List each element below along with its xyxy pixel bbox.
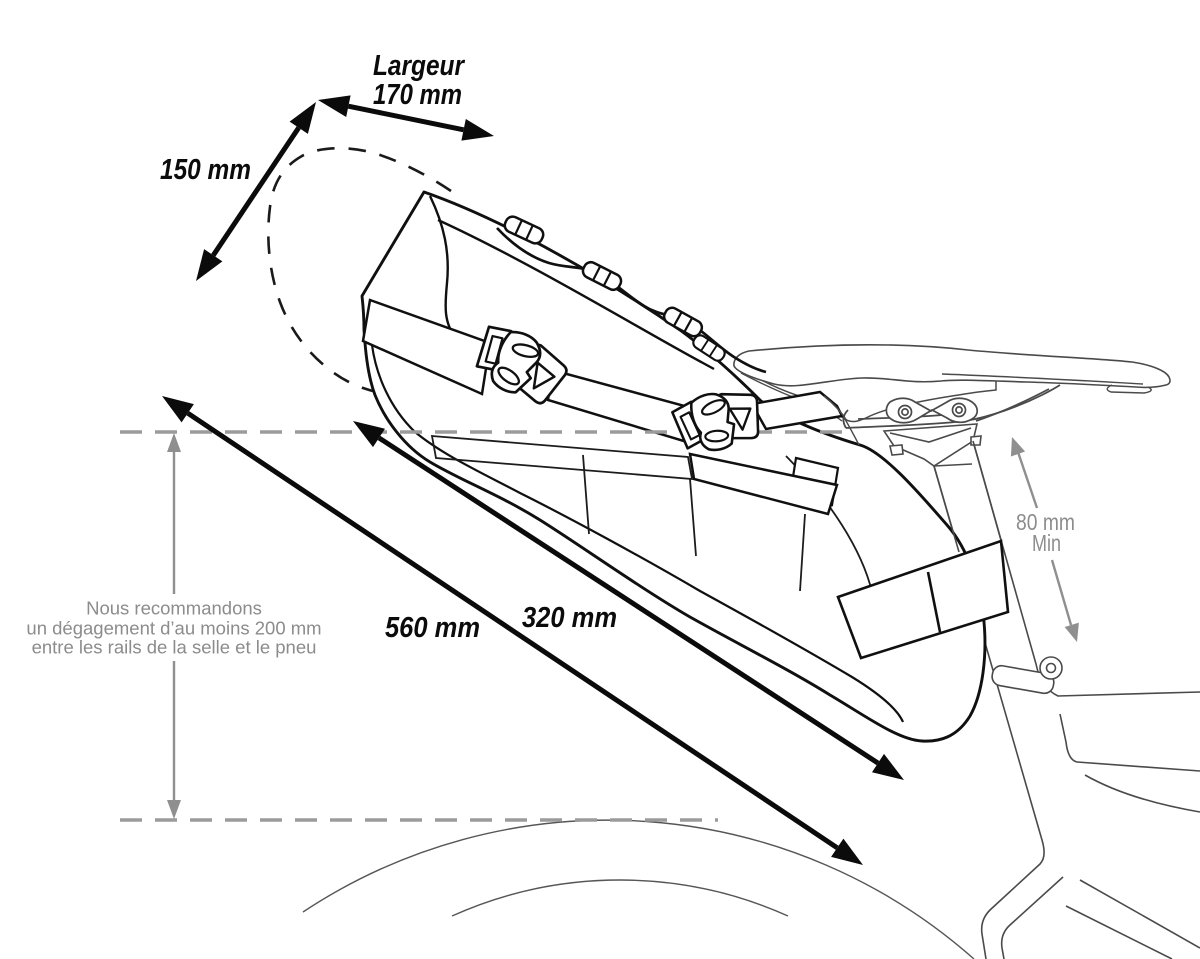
svg-text:170 mm: 170 mm xyxy=(373,79,462,111)
svg-text:150 mm: 150 mm xyxy=(160,154,251,186)
svg-text:Min: Min xyxy=(1032,530,1061,556)
svg-text:320 mm: 320 mm xyxy=(522,602,617,634)
svg-text:560 mm: 560 mm xyxy=(385,612,480,644)
svg-text:un dégagement d’au moins 200 m: un dégagement d’au moins 200 mm xyxy=(26,618,321,639)
svg-text:Nous recommandons: Nous recommandons xyxy=(86,598,262,619)
svg-text:entre les rails de la selle et: entre les rails de la selle et le pneu xyxy=(32,637,317,658)
svg-text:80 mm: 80 mm xyxy=(1016,509,1075,535)
svg-text:Largeur: Largeur xyxy=(373,50,465,82)
